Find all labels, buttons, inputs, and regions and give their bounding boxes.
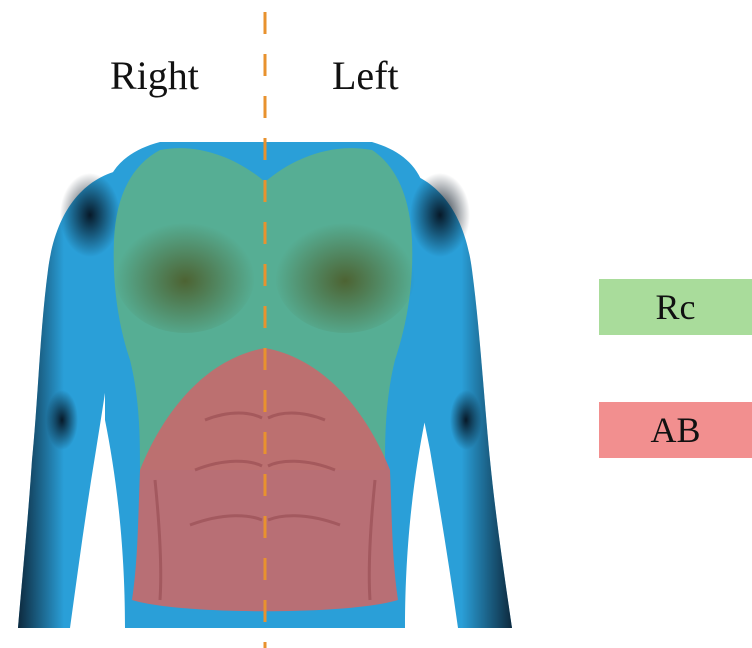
right-shoulder-shadow [60, 173, 120, 257]
right-side-label: Right [110, 52, 199, 100]
legend-ab-label: AB [650, 409, 700, 451]
right-elbow-shadow [46, 390, 78, 450]
left-side-label: Left [332, 52, 399, 100]
right-pec-shade [115, 217, 255, 333]
left-shoulder-shadow [410, 173, 470, 257]
legend-ab: AB [599, 402, 752, 458]
legend-rc-label: Rc [656, 286, 696, 328]
left-pec-shade [275, 217, 415, 333]
legend-rc: Rc [599, 279, 752, 335]
left-elbow-shadow [450, 390, 482, 450]
